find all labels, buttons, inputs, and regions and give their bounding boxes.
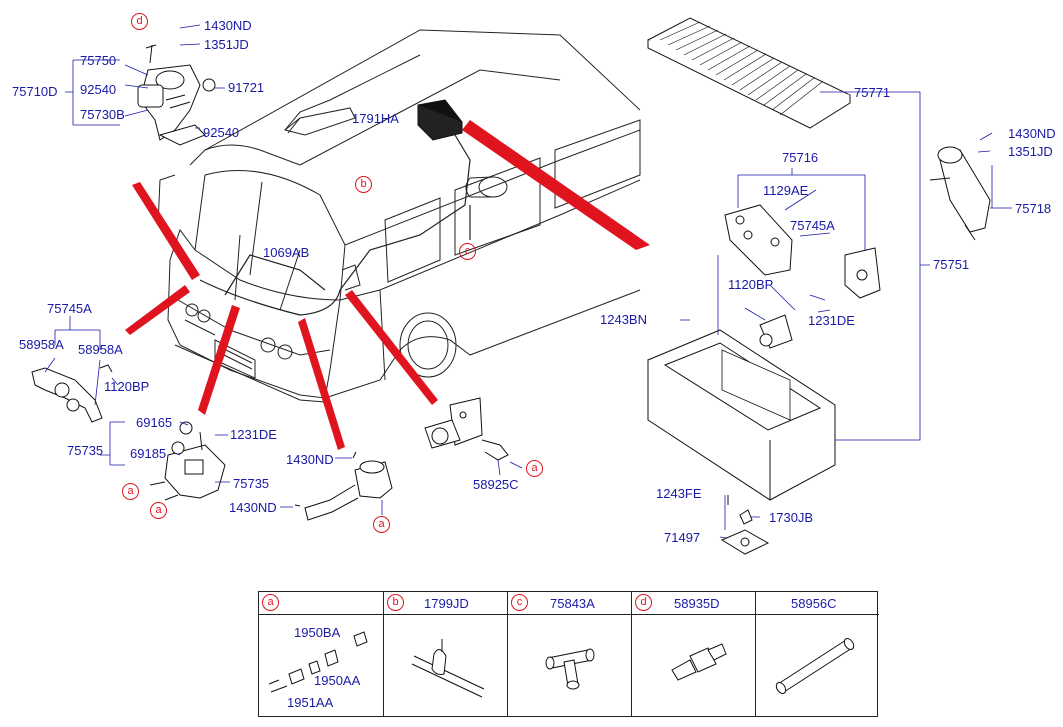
legend-cell-header: d 58935D [632,592,755,615]
legend-part-1951aa: 1951AA [287,695,334,710]
legend-code-58956c: 58956C [791,596,837,611]
battery-box-75751 [646,329,836,501]
legend-code-75843a: 75843A [550,596,595,611]
legend-cell-header: a [259,592,383,615]
label-91721: 91721 [228,80,265,95]
label-1243bn: 1243BN [600,312,647,327]
label-1430nd-low: 1430ND [229,500,277,515]
ref-circle-d: d [131,13,148,30]
legend-ref-c: c [511,594,528,611]
label-75735-a: 75735 [67,443,104,458]
label-75745a-left: 75745A [47,301,92,316]
ref-circle-a-3: a [373,516,390,533]
hose-illustration [775,638,855,694]
wiper-motor-75718 [929,146,991,241]
legend-cell-a: a 1950BA 1950AA 1951AA [259,592,383,716]
leader-lines-75735 [100,421,230,483]
bus-illustration [157,29,641,403]
ref-circle-c: c [459,243,476,260]
legend-cell-d: d 58935D [631,592,755,716]
ref-circle-a-2: a [150,502,167,519]
clip-illustration [411,639,485,698]
label-1351jd-top: 1351JD [204,37,249,52]
tee-fitting-illustration [545,648,595,690]
label-1231de-left: 1231DE [230,427,277,442]
label-75710d: 75710D [12,84,58,99]
legend-cell-e: 58956C [755,592,879,716]
legend-code-58935d: 58935D [674,596,720,611]
fittings-illustration [268,631,368,693]
leader-lines-center [280,457,383,515]
label-69165: 69165 [136,415,173,430]
label-75716: 75716 [782,150,819,165]
leader-lines-topleft [65,24,225,129]
label-1129ae: 1129AE [763,183,809,198]
label-58925c: 58925C [473,477,519,492]
legend-code-1799jd: 1799JD [424,596,469,611]
label-75750: 75750 [80,53,117,68]
label-1351jd-right: 1351JD [1008,144,1053,159]
legend-ref-d: d [635,594,652,611]
wiring-harness [199,134,471,316]
ref-circle-b: b [355,176,372,193]
label-75735-b: 75735 [233,476,270,491]
detail-legend-table: a 1950BA 1950AA 1951AA b 1799JD [258,591,879,717]
air-tank [465,176,508,198]
leader-lines-58925c [497,459,523,476]
air-fitting-75745a [31,364,113,423]
label-1069ab: 1069AB [263,245,310,260]
label-75730b: 75730B [80,107,125,122]
legend-ref-b: b [387,594,404,611]
label-69185: 69185 [130,446,167,461]
relay-bracket-75716 [724,204,881,349]
label-58958a-a: 58958A [19,337,64,352]
leader-lines-75745a [44,316,119,406]
legend-ref-a: a [262,594,279,611]
legend-part-1950ba: 1950BA [294,625,341,640]
label-75745a-right: 75745A [790,218,835,233]
label-1231de-right: 1231DE [808,313,855,328]
label-1791ha: 1791HA [352,111,399,126]
leader-lines-right [680,91,1012,541]
label-75718: 75718 [1015,201,1052,216]
label-75751: 75751 [933,257,970,272]
air-cylinder [294,451,393,521]
legend-cell-c: c 75843A [507,592,631,716]
ref-circle-a-1: a [122,483,139,500]
label-92540-a: 92540 [80,82,117,97]
label-71497: 71497 [664,530,701,545]
legend-cell-header: c 75843A [508,592,631,615]
label-1430nd-top: 1430ND [204,18,252,33]
label-1120bp-right: 1120BP [728,277,774,292]
box-lid-75771 [646,17,852,129]
valve-assembly-75710d [137,44,216,146]
valve-bracket-58925c [424,397,509,461]
label-75771: 75771 [854,85,891,100]
mount-plate-71497 [720,495,770,555]
legend-cell-header: 58956C [756,592,879,615]
label-92540-b: 92540 [203,125,240,140]
compressor-unit [417,99,463,141]
connector-illustration [671,643,727,681]
legend-part-1950aa: 1950AA [314,673,361,688]
solenoid-valve-75735 [149,421,226,501]
legend-cell-header: b 1799JD [384,592,507,615]
label-1430nd-right: 1430ND [1008,126,1056,141]
label-1243fe: 1243FE [656,486,702,501]
ref-circle-a-4: a [526,460,543,477]
label-1430nd-mid: 1430ND [286,452,334,467]
callout-beams [125,120,650,450]
legend-cell-b: b 1799JD [383,592,507,716]
label-1730jb: 1730JB [769,510,814,525]
label-58958a-b: 58958A [78,342,123,357]
label-1120bp-left: 1120BP [104,379,150,394]
